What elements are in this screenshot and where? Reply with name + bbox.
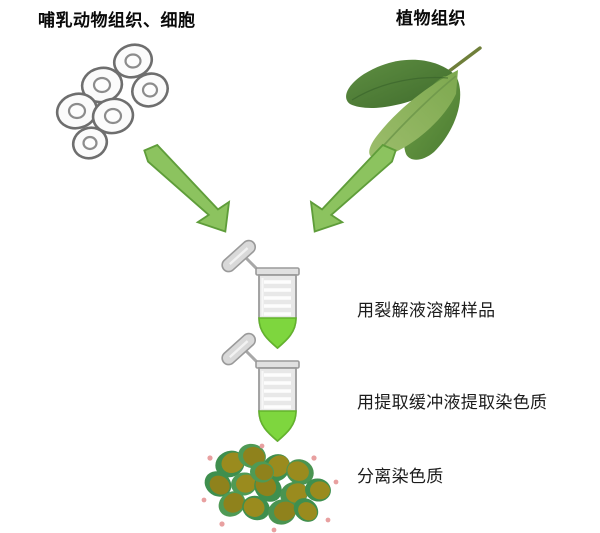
microcentrifuge-tube-lysis-icon <box>221 239 332 360</box>
plant-leaves-icon <box>330 32 530 167</box>
mammalian-sample-heading: 哺乳动物组织、细胞 <box>38 11 196 31</box>
mammalian-cells-icon <box>55 38 185 163</box>
arrow-mammal-to-tube-icon <box>135 143 245 243</box>
step-label-isolate: 分离染色质 <box>357 467 444 487</box>
step-label-lysis: 用裂解液溶解样品 <box>357 301 496 321</box>
microcentrifuge-tube-extract-icon <box>221 332 332 453</box>
arrow-plant-to-tube-icon <box>295 143 405 243</box>
plant-sample-heading: 植物组织 <box>396 9 466 29</box>
step-label-extract: 用提取缓冲液提取染色质 <box>357 393 548 413</box>
chromatin-pellet-icon <box>196 438 346 533</box>
